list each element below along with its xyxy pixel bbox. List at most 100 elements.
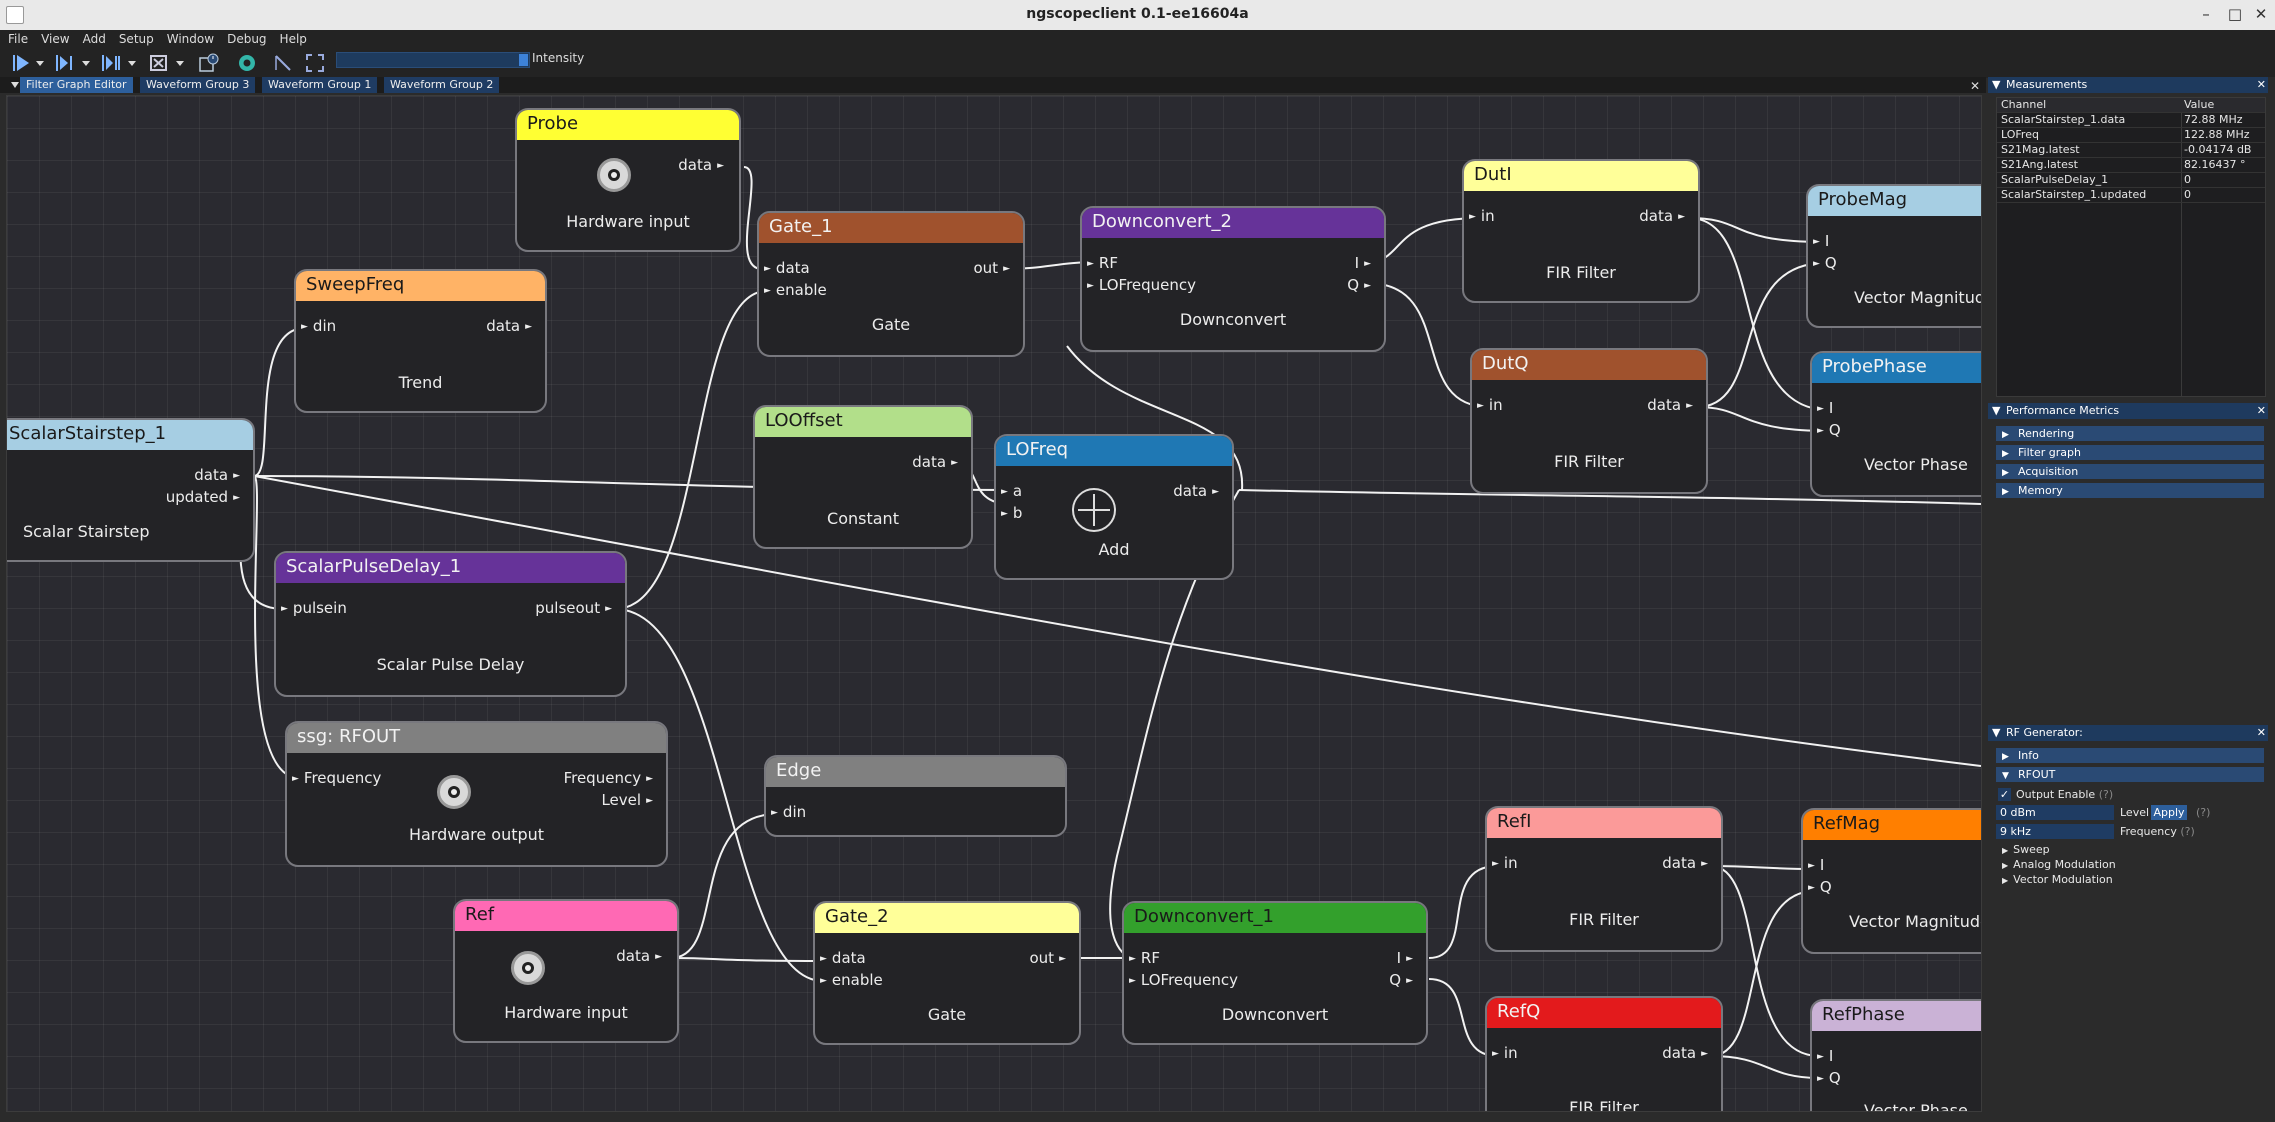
fullscreen-icon[interactable]: [304, 52, 326, 74]
output-enable-checkbox[interactable]: ✓: [1998, 788, 2011, 801]
help-icon[interactable]: (?): [2098, 788, 2114, 801]
history-icon[interactable]: [198, 52, 220, 74]
menu-setup[interactable]: Setup: [118, 32, 154, 46]
chevron-down-icon[interactable]: [174, 52, 186, 74]
port-out-data[interactable]: data►: [1639, 207, 1685, 225]
port-in-i[interactable]: ►I: [1813, 232, 1830, 250]
section-rfout[interactable]: ▼RFOUT: [1996, 767, 2264, 782]
close-icon[interactable]: ✕: [2256, 78, 2266, 91]
col-value[interactable]: Value: [2184, 98, 2215, 111]
port-in-in[interactable]: ►in: [1492, 854, 1518, 872]
port-out-level[interactable]: Level►: [601, 791, 653, 809]
port-out-data[interactable]: data►: [616, 947, 662, 965]
node-duti[interactable]: DutI ►in data► FIR Filter: [1462, 159, 1700, 303]
port-out-data[interactable]: data►: [912, 453, 958, 471]
intensity-slider[interactable]: [336, 52, 530, 68]
node-refi[interactable]: RefI ►in data► FIR Filter: [1485, 806, 1723, 952]
tab-waveform-group-3[interactable]: Waveform Group 3: [140, 77, 256, 93]
port-out-q[interactable]: Q►: [1389, 971, 1413, 989]
maximize-icon[interactable]: □: [2227, 5, 2243, 23]
node-sweepfreq[interactable]: SweepFreq ►din data► Trend: [294, 269, 547, 413]
port-out-updated[interactable]: updated►: [165, 488, 240, 506]
trigger-force-icon[interactable]: [100, 52, 122, 74]
node-edge[interactable]: Edge ►din: [764, 755, 1067, 837]
close-icon[interactable]: ✕: [2256, 726, 2266, 739]
port-out-data[interactable]: data►: [1662, 854, 1708, 872]
collapse-icon[interactable]: ▼: [1992, 726, 2001, 739]
section-info[interactable]: ▶Info: [1996, 748, 2264, 763]
node-gate1[interactable]: Gate_1 ►data ►enable out► Gate: [757, 211, 1025, 357]
node-refmag[interactable]: RefMag ►I ►Q Vector Magnitude: [1801, 808, 1981, 954]
port-in-b[interactable]: ►b: [1001, 504, 1023, 522]
port-out-data[interactable]: data►: [1662, 1044, 1708, 1062]
port-out-data[interactable]: data►: [1647, 396, 1693, 414]
port-out-data[interactable]: data►: [678, 156, 724, 174]
help-icon[interactable]: (?): [2196, 806, 2211, 819]
port-out-frequency[interactable]: Frequency►: [563, 769, 653, 787]
port-out-i[interactable]: I►: [1396, 949, 1413, 967]
node-scalarstairstep[interactable]: ScalarStairstep_1 data► updated► Scalar …: [7, 418, 255, 562]
port-in-q[interactable]: ►Q: [1808, 878, 1832, 896]
filter-graph-canvas[interactable]: Probe data► Hardware input SweepFreq ►di…: [6, 95, 1982, 1112]
port-out-q[interactable]: Q►: [1347, 276, 1371, 294]
dock-menu-icon[interactable]: [10, 81, 20, 89]
node-dutq[interactable]: DutQ ►in data► FIR Filter: [1470, 348, 1708, 494]
col-channel[interactable]: Channel: [2001, 98, 2047, 111]
port-in-lofrequency[interactable]: ►LOFrequency: [1087, 276, 1197, 294]
close-icon[interactable]: ✕: [2256, 404, 2266, 417]
port-in-lofrequency[interactable]: ►LOFrequency: [1129, 971, 1239, 989]
port-in-din[interactable]: ►din: [771, 803, 807, 821]
port-in-din[interactable]: ►din: [301, 317, 337, 335]
port-in-enable[interactable]: ►enable: [820, 971, 883, 989]
close-icon[interactable]: ✕: [1970, 79, 1981, 93]
port-in-q[interactable]: ►Q: [1817, 421, 1841, 439]
menu-add[interactable]: Add: [82, 32, 106, 46]
tab-filter-graph-editor[interactable]: Filter Graph Editor: [20, 77, 133, 93]
tab-waveform-group-2[interactable]: Waveform Group 2: [384, 77, 500, 93]
chevron-down-icon[interactable]: [126, 52, 138, 74]
trigger-single-icon[interactable]: [54, 52, 76, 74]
port-out-out[interactable]: out►: [1029, 949, 1067, 967]
node-probemag[interactable]: ProbeMag ►I ►Q Vector Magnitude: [1806, 184, 1981, 328]
menu-file[interactable]: File: [8, 32, 29, 46]
port-in-enable[interactable]: ►enable: [764, 281, 827, 299]
port-in-i[interactable]: ►I: [1817, 1047, 1834, 1065]
menu-view[interactable]: View: [41, 32, 70, 46]
collapse-icon[interactable]: ▼: [1992, 78, 2001, 91]
port-in-in[interactable]: ►in: [1492, 1044, 1518, 1062]
chevron-down-icon[interactable]: [34, 52, 46, 74]
tab-waveform-group-1[interactable]: Waveform Group 1: [262, 77, 378, 93]
port-in-rf[interactable]: ►RF: [1087, 254, 1118, 272]
collapse-icon[interactable]: ▼: [1992, 404, 2001, 417]
node-gate2[interactable]: Gate_2 ►data ►enable out► Gate: [813, 901, 1081, 1045]
port-in-rf[interactable]: ►RF: [1129, 949, 1160, 967]
section-acquisition[interactable]: ▶Acquisition: [1996, 464, 2264, 479]
port-out-data[interactable]: data►: [1173, 482, 1219, 500]
port-in-in[interactable]: ►in: [1469, 207, 1495, 225]
port-out-data[interactable]: data►: [486, 317, 532, 335]
menu-help[interactable]: Help: [279, 32, 307, 46]
section-filter-graph[interactable]: ▶Filter graph: [1996, 445, 2264, 460]
port-in-q[interactable]: ►Q: [1817, 1069, 1841, 1087]
section-rendering[interactable]: ▶Rendering: [1996, 426, 2264, 441]
section-sweep[interactable]: ▶Sweep: [2002, 843, 2050, 856]
node-downconvert2[interactable]: Downconvert_2 ►RF ►LOFrequency I► Q► Dow…: [1080, 206, 1386, 352]
node-ssg-rfout[interactable]: ssg: RFOUT ►Frequency Frequency► Level► …: [285, 721, 668, 867]
apply-button[interactable]: Apply: [2151, 805, 2187, 820]
port-out-out[interactable]: out►: [973, 259, 1011, 277]
gear-icon[interactable]: [236, 52, 258, 74]
section-memory[interactable]: ▶Memory: [1996, 483, 2264, 498]
node-ref[interactable]: Ref data► Hardware input: [453, 899, 679, 1043]
table-row[interactable]: S21Mag.latest-0.04174 dB: [1997, 143, 2265, 158]
port-in-in[interactable]: ►in: [1477, 396, 1503, 414]
section-analog-modulation[interactable]: ▶Analog Modulation: [2002, 858, 2116, 871]
intensity-slider-thumb[interactable]: [519, 54, 528, 66]
help-icon[interactable]: (?): [2180, 825, 2195, 838]
node-refphase[interactable]: RefPhase ►I ►Q Vector Phase: [1810, 999, 1981, 1111]
node-probe[interactable]: Probe data► Hardware input: [515, 108, 741, 252]
trigger-run-icon[interactable]: [10, 52, 32, 74]
